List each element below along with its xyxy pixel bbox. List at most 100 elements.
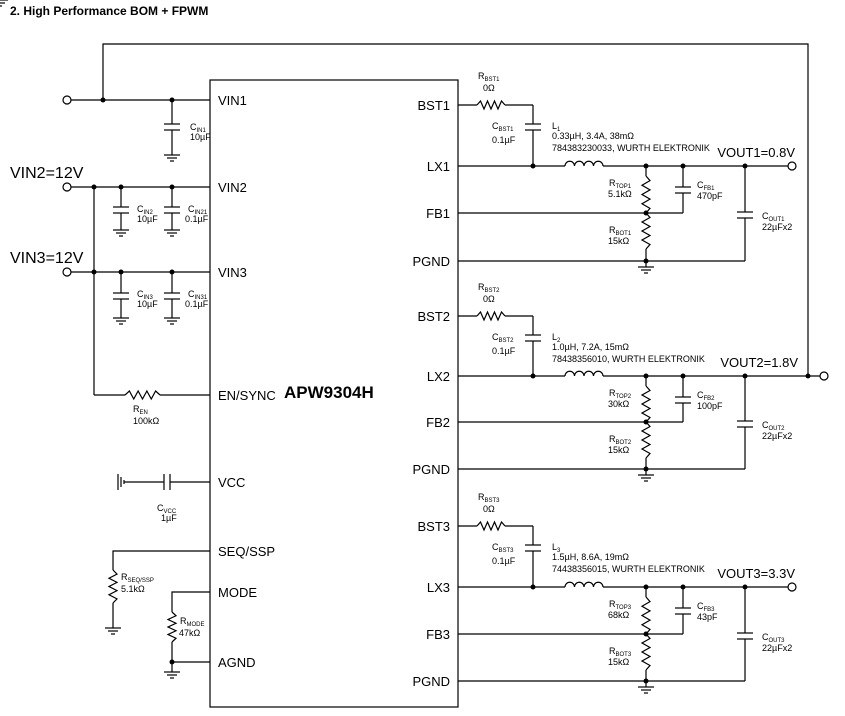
- component-designator: CIN1: [190, 122, 207, 134]
- inductor-spec: 0.33µH, 3.4A, 38mΩ: [552, 131, 634, 141]
- bootstrap-resistor: [476, 520, 506, 532]
- pin-label: VIN1: [218, 93, 247, 108]
- input-voltage-label: VIN2=12V: [10, 165, 84, 182]
- component-designator: COUT3: [762, 632, 785, 644]
- seq-resistor: [107, 569, 119, 604]
- component-value: 0Ω: [483, 504, 495, 514]
- component-designator: RBST3: [478, 492, 500, 504]
- chip-body: [209, 79, 459, 708]
- pin-label: EN/SYNC: [218, 388, 276, 403]
- pin-label: FB2: [426, 415, 450, 430]
- component-designator: CBST3: [492, 542, 514, 554]
- inductor-spec: 1.0µH, 7.2A, 15mΩ: [552, 342, 629, 352]
- component-value: 22µFx2: [762, 431, 792, 441]
- component-designator: RTOP3: [609, 599, 632, 611]
- component-designator: L3: [552, 542, 561, 554]
- component-designator: COUT2: [762, 420, 785, 432]
- component-value: 0.1µF: [492, 135, 516, 145]
- junction-dot: [530, 163, 536, 169]
- terminal: [62, 182, 72, 192]
- component-value: 15kΩ: [608, 657, 630, 667]
- component-designator: CIN2: [137, 204, 154, 216]
- junction-dot: [530, 373, 536, 379]
- pin-label: BST2: [417, 309, 450, 324]
- chip-name: APW9304H: [284, 383, 374, 402]
- component-designator: CBST2: [492, 332, 514, 344]
- component-designator: RBST2: [478, 282, 500, 294]
- wire: [171, 591, 210, 612]
- junction-dot: [643, 258, 649, 264]
- pin-label: AGND: [218, 655, 256, 670]
- enable-resistor: [124, 389, 161, 401]
- wires: [62, 43, 829, 687]
- component-designator: RTOP1: [609, 178, 632, 190]
- bootstrap-resistor: [476, 99, 506, 111]
- feedback-top-resistor: [640, 596, 652, 635]
- component-designator: CFB3: [697, 601, 715, 613]
- pin-label: BST3: [417, 519, 450, 534]
- component-designator: COUT1: [762, 211, 785, 223]
- component-designator: CBST1: [492, 121, 514, 133]
- component-value: 5.1kΩ: [608, 189, 632, 199]
- component-value: 68kΩ: [608, 610, 630, 620]
- terminal: [819, 371, 829, 381]
- component-value: 100pF: [697, 401, 723, 411]
- component-designator: CIN31: [188, 289, 208, 301]
- component-value: 47kΩ: [179, 628, 201, 638]
- wire: [102, 43, 809, 376]
- component-designator: L2: [552, 332, 561, 344]
- junction-dot: [100, 97, 106, 103]
- pin-label: FB1: [426, 206, 450, 221]
- output-voltage-label: VOUT2=1.8V: [720, 355, 798, 370]
- component-value: 470pF: [697, 191, 723, 201]
- component-value: 0.1µF: [492, 346, 516, 356]
- wire: [112, 550, 210, 570]
- component-designator: CIN3: [137, 289, 154, 301]
- component-value: 0.1µF: [185, 299, 209, 309]
- component-designator: RSEQ/SSP: [121, 572, 154, 584]
- inductor-part: 78438356010, WURTH ELEKTRONIK: [552, 354, 705, 364]
- component-designator: RBOT3: [609, 646, 632, 658]
- terminal: [62, 267, 72, 277]
- mode-resistor: [166, 611, 178, 643]
- component-value: 30kΩ: [608, 399, 630, 409]
- pin-label: LX3: [427, 580, 450, 595]
- pin-label: MODE: [218, 585, 257, 600]
- component-designator: RMODE: [180, 616, 205, 628]
- junction-dot: [530, 584, 536, 590]
- bootstrap-resistor: [476, 310, 506, 322]
- component-value: 0.1µF: [185, 214, 209, 224]
- component-designator: RBOT1: [609, 225, 632, 237]
- inductor-part: 74438356015, WURTH ELEKTRONIK: [552, 564, 705, 574]
- feedback-top-resistor: [640, 175, 652, 214]
- terminal: [62, 95, 72, 105]
- component-value: 22µFx2: [762, 222, 792, 232]
- component-value: 0.1µF: [492, 556, 516, 566]
- component-designator: RTOP2: [609, 388, 632, 400]
- component-value: 1µF: [161, 513, 177, 523]
- component-value: 0Ω: [483, 294, 495, 304]
- component-designator: CFB1: [697, 180, 715, 192]
- component-value: 0Ω: [483, 83, 495, 93]
- terminal: [787, 582, 797, 592]
- pin-label: LX1: [427, 159, 450, 174]
- component-designator: CVCC: [157, 503, 177, 515]
- pin-label: VCC: [218, 475, 245, 490]
- junction-dot: [805, 373, 811, 379]
- input-voltage-label: VIN3=12V: [10, 250, 84, 267]
- pin-label: LX2: [427, 369, 450, 384]
- junction-dot: [643, 466, 649, 472]
- inductor: [564, 581, 604, 588]
- inductor-spec: 1.5µH, 8.6A, 19mΩ: [552, 552, 629, 562]
- feedback-bottom-resistor: [640, 421, 652, 459]
- pin-label: FB3: [426, 627, 450, 642]
- labels: VIN1VIN2VIN3EN/SYNCVCCSEQ/SSPMODEAGNDBST…: [10, 71, 798, 689]
- feedback-top-resistor: [640, 385, 652, 423]
- pin-label: BST1: [417, 98, 450, 113]
- component-designator: RBST1: [478, 71, 500, 83]
- inductor-part: 784383230033, WURTH ELEKTRONIK: [552, 143, 710, 153]
- component-designator: L1: [552, 121, 561, 133]
- pin-label: PGND: [412, 254, 450, 269]
- feedback-bottom-resistor: [640, 633, 652, 671]
- pin-label: PGND: [412, 462, 450, 477]
